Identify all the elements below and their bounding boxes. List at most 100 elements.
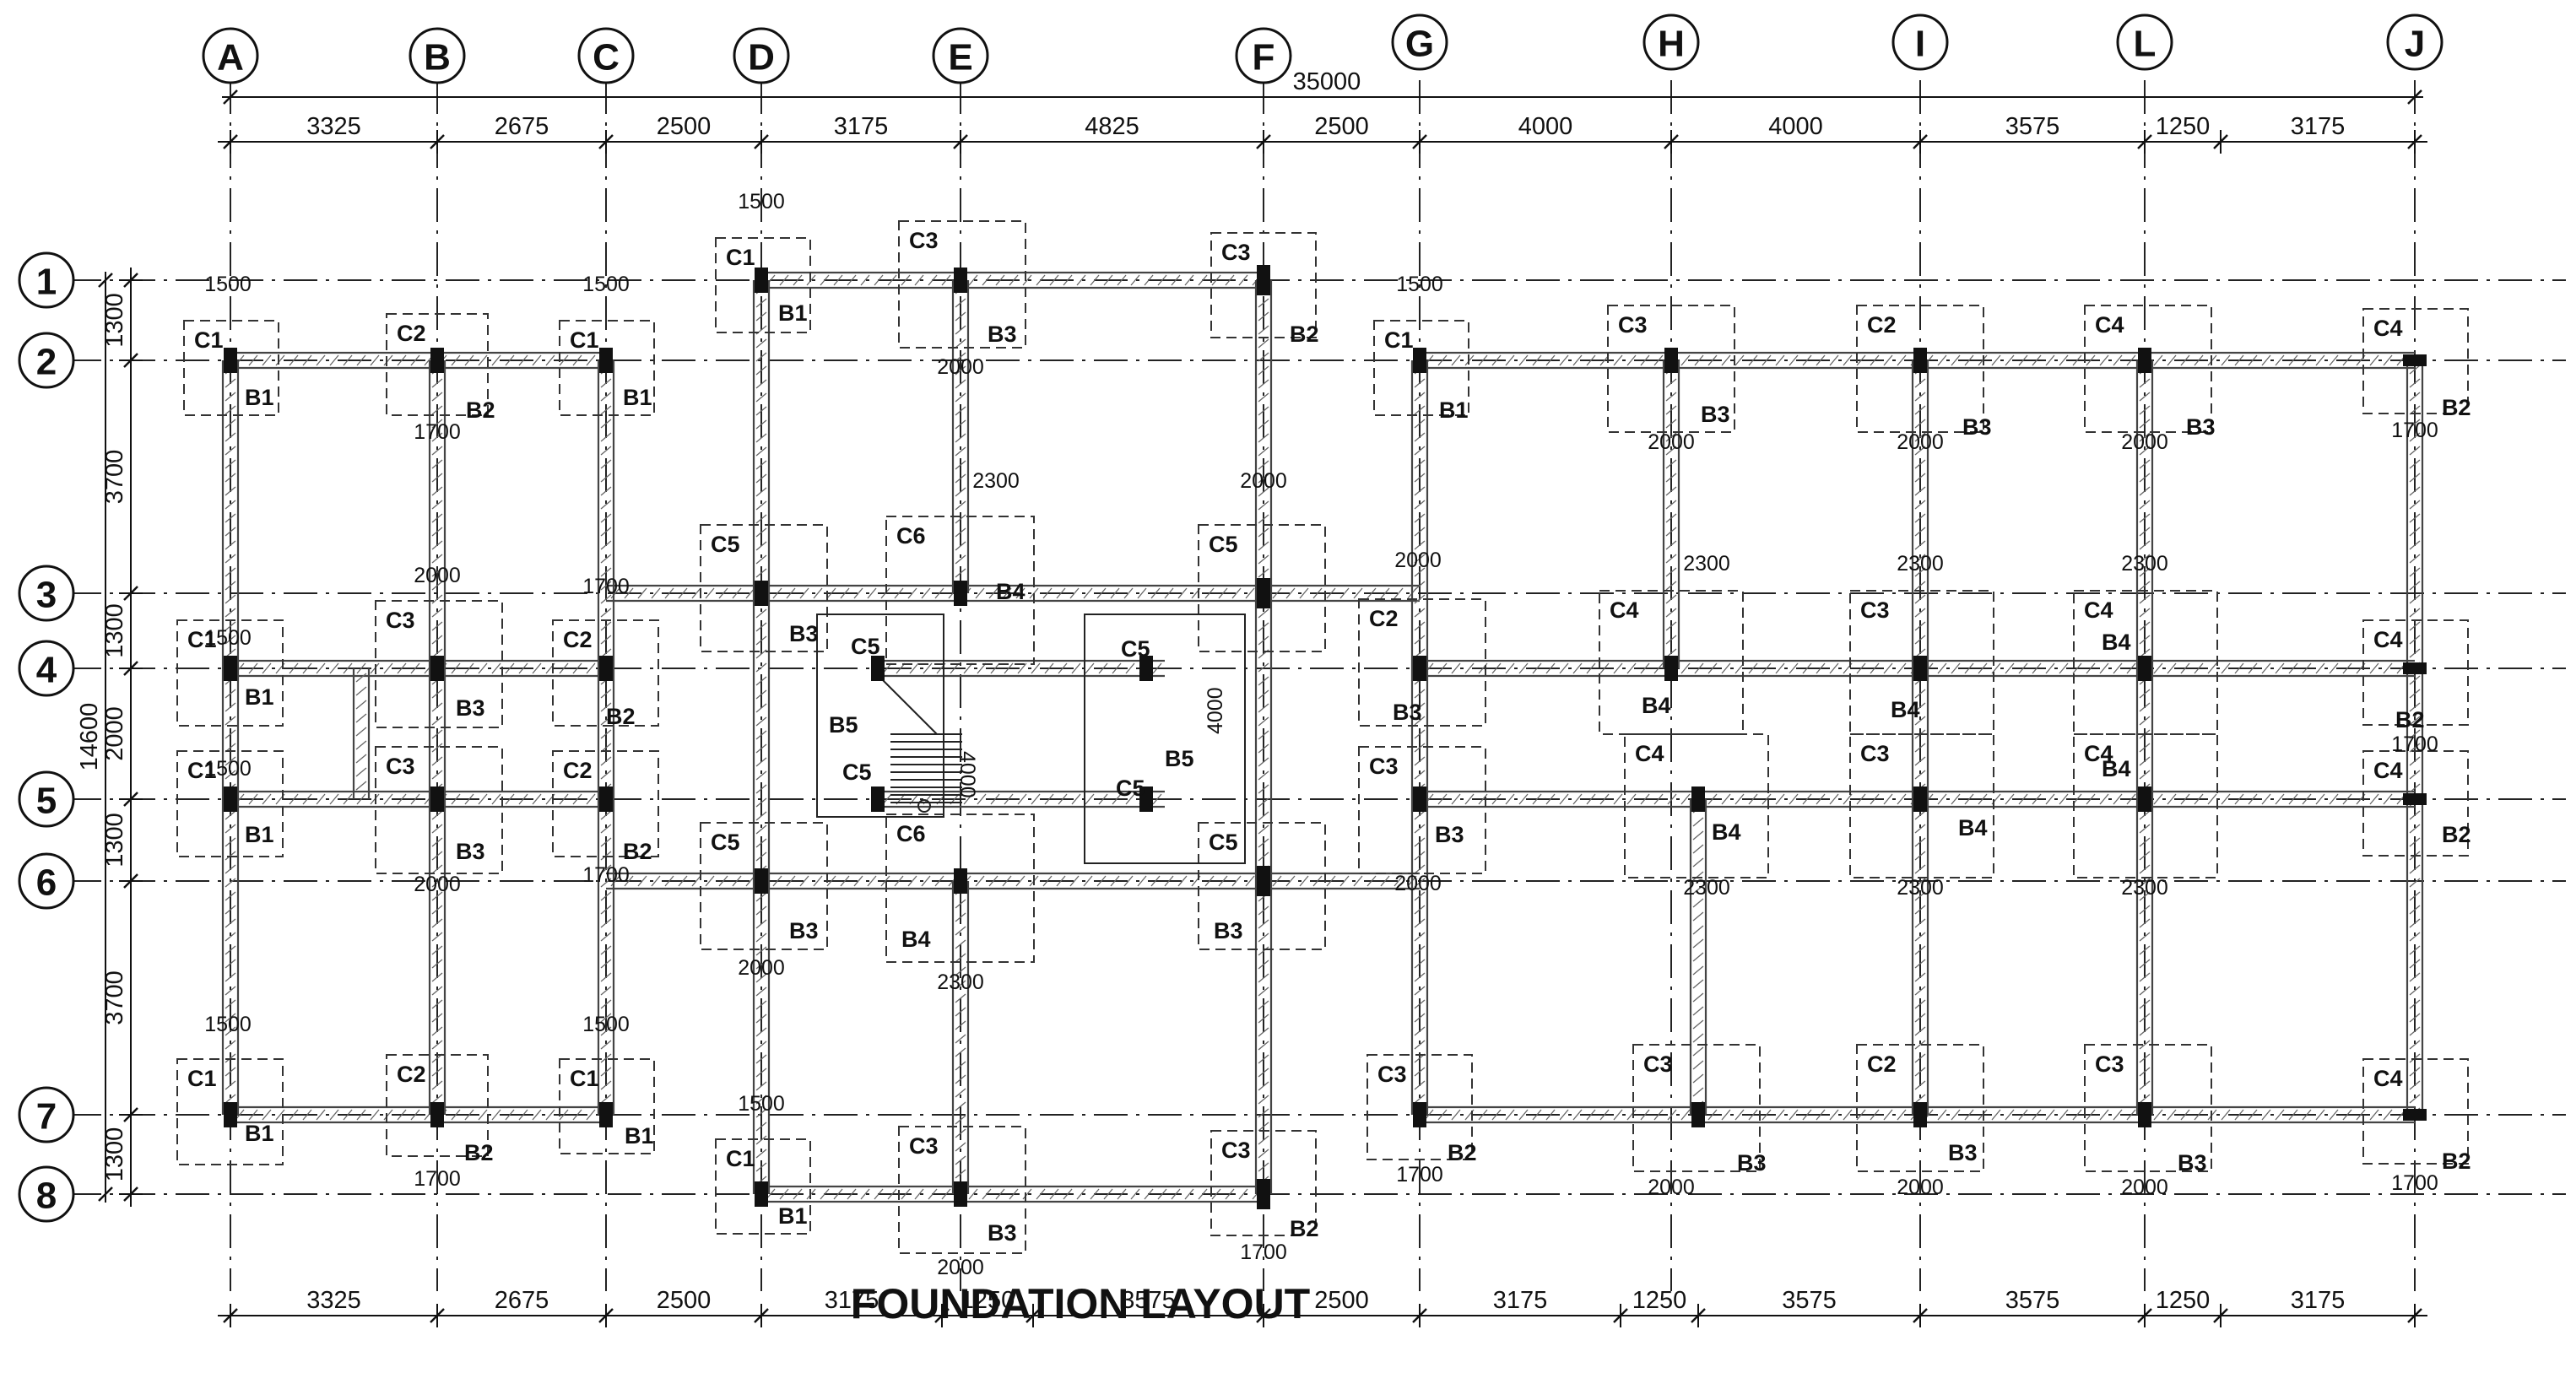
beam-hatch xyxy=(2234,1109,2244,1121)
footing-label: C2 xyxy=(563,627,593,652)
beam-hatch xyxy=(755,1081,767,1091)
beam-hatch xyxy=(2409,770,2421,780)
beam-hatch xyxy=(225,513,236,523)
beam-hatch xyxy=(1680,354,1691,366)
beam-hatch xyxy=(1464,662,1475,674)
beam-hatch xyxy=(1665,473,1677,483)
beam-hatch xyxy=(225,392,236,402)
beam-hatch xyxy=(316,1109,326,1121)
beam-hatch xyxy=(1258,743,1269,754)
footing-outline xyxy=(2084,1044,2212,1172)
beam-hatch xyxy=(664,587,674,599)
column xyxy=(1913,656,1927,681)
beam-hatch xyxy=(1299,875,1309,887)
beam-hatch xyxy=(955,1155,966,1165)
footing-size-dimension: 1500 xyxy=(204,757,252,781)
beam-hatch xyxy=(1914,621,1926,631)
footing-pad: C4 xyxy=(2362,750,2469,857)
beam-hatch xyxy=(2139,999,2151,1009)
beam-hatch xyxy=(995,1188,1005,1200)
beam-hatch xyxy=(431,945,443,955)
beam-hatch xyxy=(1721,354,1731,366)
beam-hatch xyxy=(2167,354,2177,366)
beam-hatch xyxy=(1414,405,1426,415)
beam-hatch xyxy=(2369,1109,2379,1121)
beam-hatch xyxy=(1692,884,1704,895)
beam-hatch xyxy=(2221,354,2231,366)
footing-size-dimension: 2300 xyxy=(972,469,1020,493)
footing-label: C3 xyxy=(2095,1051,2124,1077)
column xyxy=(1913,348,1927,373)
grid-bubble-label: 7 xyxy=(36,1096,57,1138)
beam-hatch xyxy=(356,662,366,674)
beam-hatch xyxy=(1545,662,1556,674)
beam-hatch xyxy=(1692,871,1704,881)
beam-hatch xyxy=(1258,1108,1269,1118)
footing-label: C5 xyxy=(711,532,740,557)
beam-hatch xyxy=(1914,540,1926,550)
beam-hatch xyxy=(1914,1040,1926,1050)
footing-outline xyxy=(1366,1054,1473,1160)
beam-label: B4 xyxy=(901,927,931,952)
beam-hatch xyxy=(990,662,1000,674)
beam-hatch xyxy=(1914,986,1926,996)
beam-label: B4 xyxy=(1891,697,1920,722)
beam-hatch xyxy=(1692,938,1704,949)
beam-hatch xyxy=(755,905,767,916)
beam-hatch xyxy=(1914,392,1926,402)
beam-hatch xyxy=(955,953,966,963)
beam-hatch xyxy=(343,662,353,674)
beam-hatch xyxy=(2409,999,2421,1009)
beam-hatch xyxy=(2409,675,2421,685)
beam-hatch xyxy=(1096,587,1107,599)
column xyxy=(224,656,237,681)
beam-hatch xyxy=(2275,662,2285,674)
beam-hatch xyxy=(225,500,236,510)
beam-hatch xyxy=(1258,460,1269,470)
beam-hatch xyxy=(431,878,443,888)
beam-hatch xyxy=(491,1109,501,1121)
beam-hatch xyxy=(1056,587,1066,599)
beam-hatch xyxy=(914,1188,924,1200)
beam-hatch xyxy=(1914,1067,1926,1077)
beam-hatch xyxy=(1258,1149,1269,1159)
beam-hatch xyxy=(955,1115,966,1125)
beam-hatch xyxy=(2139,513,2151,523)
beam-label: B3 xyxy=(2186,414,2216,440)
beam-hatch xyxy=(732,587,742,599)
beam-hatch xyxy=(928,274,938,286)
column xyxy=(1139,656,1153,681)
footing-pad: C5 xyxy=(1198,524,1326,652)
beam-hatch xyxy=(1414,891,1426,901)
grid-bubble-a: A xyxy=(202,27,259,84)
beam-hatch xyxy=(1414,446,1426,456)
beam-hatch xyxy=(431,689,443,699)
beam-hatch xyxy=(2045,793,2055,805)
beam-hatch xyxy=(955,473,966,484)
beam-hatch xyxy=(2383,1109,2393,1121)
beam-hatch xyxy=(2139,1067,2151,1077)
beam-hatch xyxy=(1640,793,1650,805)
dimension-text: 2675 xyxy=(495,1287,549,1314)
beam-hatch xyxy=(397,662,407,674)
beam-hatch xyxy=(955,311,966,322)
grid-bubble-row-7: 7 xyxy=(18,1086,75,1143)
grid-bubble-label: J xyxy=(2405,24,2425,65)
beam-hatch xyxy=(1451,1109,1461,1121)
footing-label: C1 xyxy=(187,1066,217,1091)
tie-beam xyxy=(221,360,240,1117)
beam-hatch xyxy=(1478,793,1488,805)
footing-label: C6 xyxy=(896,821,926,846)
beam-hatch xyxy=(1640,354,1650,366)
footing-outline xyxy=(885,814,1035,963)
beam-hatch xyxy=(705,875,715,887)
beam-hatch xyxy=(928,1188,938,1200)
beam-hatch xyxy=(2139,743,2151,753)
grid-bubble-circle xyxy=(1235,27,1292,84)
beam-hatch xyxy=(1414,689,1426,699)
beam-hatch xyxy=(1112,662,1122,674)
beam-hatch xyxy=(2139,527,2151,537)
beam-hatch xyxy=(2139,1053,2151,1063)
beam-hatch xyxy=(2302,662,2312,674)
footing-label: C1 xyxy=(726,1146,755,1171)
